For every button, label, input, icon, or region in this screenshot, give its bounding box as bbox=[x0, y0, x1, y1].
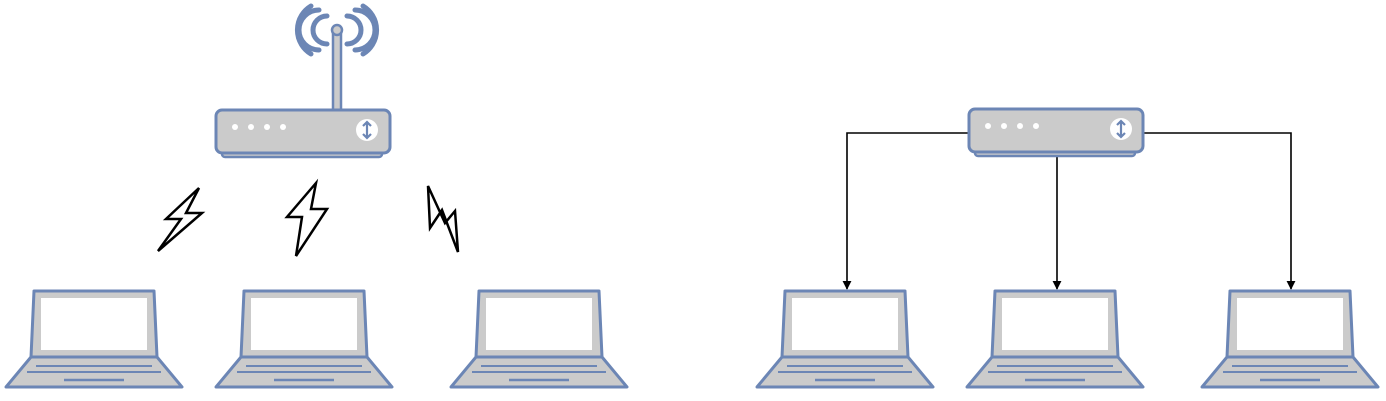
laptop-icon bbox=[1200, 289, 1380, 389]
router-port-icon bbox=[356, 119, 378, 141]
lightning-bolt-icon bbox=[426, 185, 460, 253]
wired-links bbox=[842, 132, 1296, 290]
laptop-icon bbox=[449, 289, 629, 389]
router-indicator-dots bbox=[232, 124, 286, 130]
wireless-laptops bbox=[4, 289, 629, 389]
wired-router bbox=[967, 107, 1145, 158]
wired-network-diagram bbox=[755, 107, 1380, 389]
wifi-router-icon bbox=[967, 107, 1145, 158]
laptop-icon bbox=[965, 289, 1145, 389]
wired-link-left bbox=[842, 132, 968, 290]
wifi-router-icon bbox=[214, 108, 392, 159]
wired-laptops bbox=[755, 289, 1380, 389]
wifi-signal-icon bbox=[294, 3, 380, 57]
wireless-network-diagram bbox=[4, 3, 629, 389]
lightning-bolt-icon bbox=[156, 187, 206, 252]
laptop-icon bbox=[214, 289, 394, 389]
lightning-bolt-icon bbox=[284, 178, 330, 257]
laptop-icon bbox=[4, 289, 184, 389]
router-port-icon bbox=[1110, 118, 1132, 140]
router-indicator-dots bbox=[985, 123, 1039, 129]
wired-link-right bbox=[1142, 132, 1296, 290]
wireless-links bbox=[156, 178, 460, 257]
wireless-router bbox=[214, 3, 392, 159]
antenna-icon bbox=[294, 3, 380, 112]
laptop-icon bbox=[755, 289, 935, 389]
